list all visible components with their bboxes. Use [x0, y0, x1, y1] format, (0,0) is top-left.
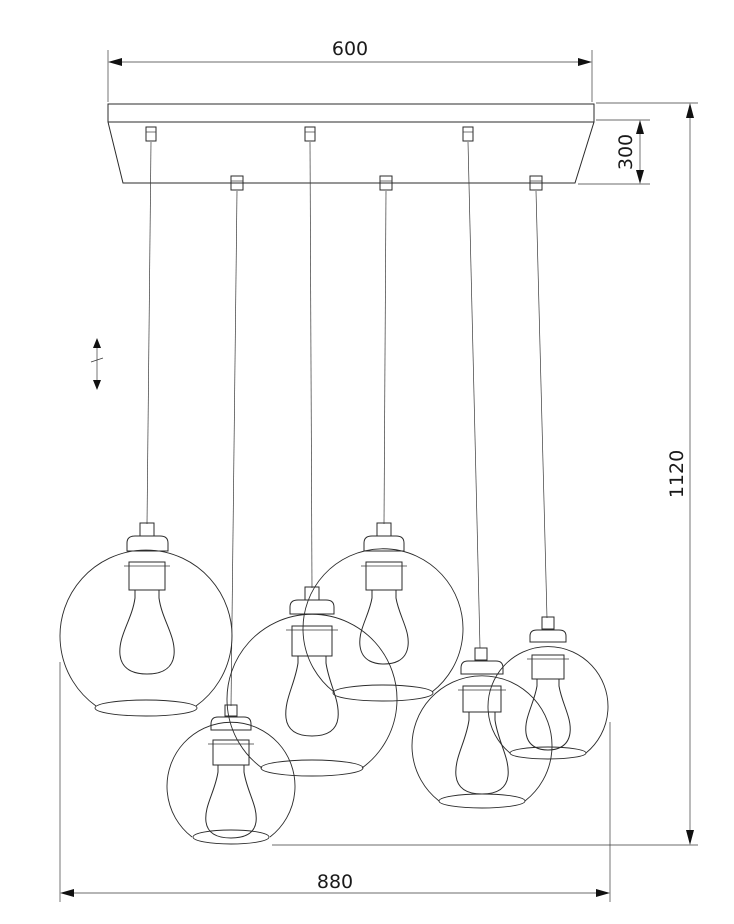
mount-icon: [529, 175, 543, 191]
pendant-shade-4: [302, 522, 464, 702]
dimension-top-width: 600: [107, 38, 593, 102]
mount-icon: [379, 175, 393, 191]
mount-icon: [230, 175, 244, 191]
mount-icon: [145, 126, 157, 142]
adjustable-length-arrow-icon: [90, 338, 104, 390]
ceiling-mounts: [145, 126, 543, 191]
mount-icon: [462, 126, 474, 142]
pendant-shade-6: [487, 616, 609, 760]
bottom-width-label: 880: [317, 871, 353, 893]
pendant-shade-3: [226, 586, 398, 777]
pendant-shade-1: [59, 522, 233, 717]
pendant-shade-2: [166, 704, 296, 845]
total-height-label: 1120: [666, 450, 688, 498]
mount-icon: [304, 126, 316, 142]
canopy-plate: [107, 103, 595, 184]
dimension-canopy-height: 300: [578, 119, 650, 185]
cables: [146, 141, 548, 707]
dimension-total-height: 1120: [272, 102, 698, 846]
top-width-label: 600: [332, 38, 368, 60]
canopy-height-label: 300: [615, 134, 637, 170]
pendant-shade-5: [411, 647, 553, 809]
dimension-bottom-width: 880: [59, 662, 611, 902]
